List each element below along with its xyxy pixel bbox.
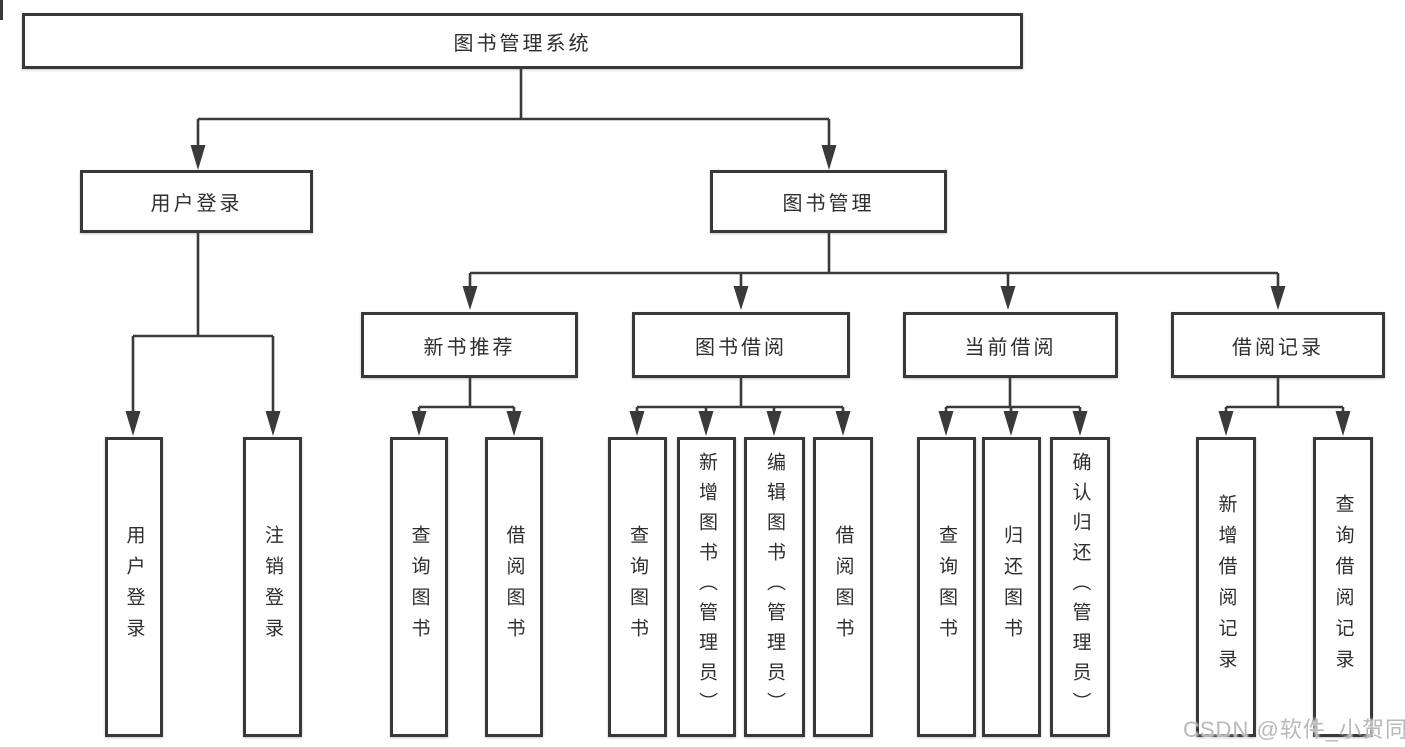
watermark: CSDN @软件_小贺同学 xyxy=(1183,717,1405,742)
leaf-records-query: 查询借阅记录 xyxy=(1313,437,1373,737)
node-label: 当前借阅 xyxy=(964,336,1057,359)
leaf-borrow-edit: 编辑图书（管理员） xyxy=(744,437,805,737)
node-label: 确认归还（管理员） xyxy=(1069,452,1091,722)
node-label: 图书管理 xyxy=(782,193,875,215)
leaf-records-add: 新增借阅记录 xyxy=(1196,437,1256,737)
node-label: 编辑图书（管理员） xyxy=(764,452,785,722)
leaf-borrow-add: 新增图书（管理员） xyxy=(677,437,736,737)
node-label: 查询图书 xyxy=(936,525,957,649)
node-book-management: 图书管理 xyxy=(710,170,947,233)
leaf-borrow-query: 查询图书 xyxy=(608,437,667,737)
node-new-book-recommend: 新书推荐 xyxy=(361,312,578,378)
leaf-borrow-borrow: 借阅图书 xyxy=(813,437,873,737)
node-label: 新增借阅记录 xyxy=(1215,494,1237,680)
node-label: 查询图书 xyxy=(627,525,648,649)
node-label: 归还图书 xyxy=(1001,525,1022,649)
leaf-current-query: 查询图书 xyxy=(917,437,976,737)
node-label: 新增图书（管理员） xyxy=(696,452,717,722)
node-label: 查询借阅记录 xyxy=(1332,494,1354,680)
node-label: 借阅图书 xyxy=(832,525,854,649)
node-label: 注销登录 xyxy=(262,525,283,649)
node-label: 用户登录 xyxy=(123,525,145,649)
node-borrow-records: 借阅记录 xyxy=(1171,312,1385,378)
leaf-newbook-borrow: 借阅图书 xyxy=(485,437,543,737)
node-label: 图书借阅 xyxy=(695,336,787,359)
node-label: 借阅图书 xyxy=(503,525,525,649)
node-label: 用户登录 xyxy=(150,193,243,215)
leaf-logout: 注销登录 xyxy=(243,437,302,737)
node-book-borrow: 图书借阅 xyxy=(632,312,850,378)
node-root: 图书管理系统 xyxy=(22,13,1023,69)
node-label: 图书管理系统 xyxy=(453,32,592,55)
leaf-newbook-query: 查询图书 xyxy=(390,437,448,737)
leaf-user-login: 用户登录 xyxy=(105,437,163,737)
leaf-current-return: 归还图书 xyxy=(982,437,1041,737)
node-label: 借阅记录 xyxy=(1232,336,1324,359)
node-label: 查询图书 xyxy=(408,525,430,649)
node-user-login: 用户登录 xyxy=(80,170,313,233)
node-label: 新书推荐 xyxy=(423,336,516,359)
node-current-borrow: 当前借阅 xyxy=(903,312,1118,378)
edge-artifact xyxy=(0,0,3,20)
leaf-current-confirm: 确认归还（管理员） xyxy=(1050,437,1110,737)
